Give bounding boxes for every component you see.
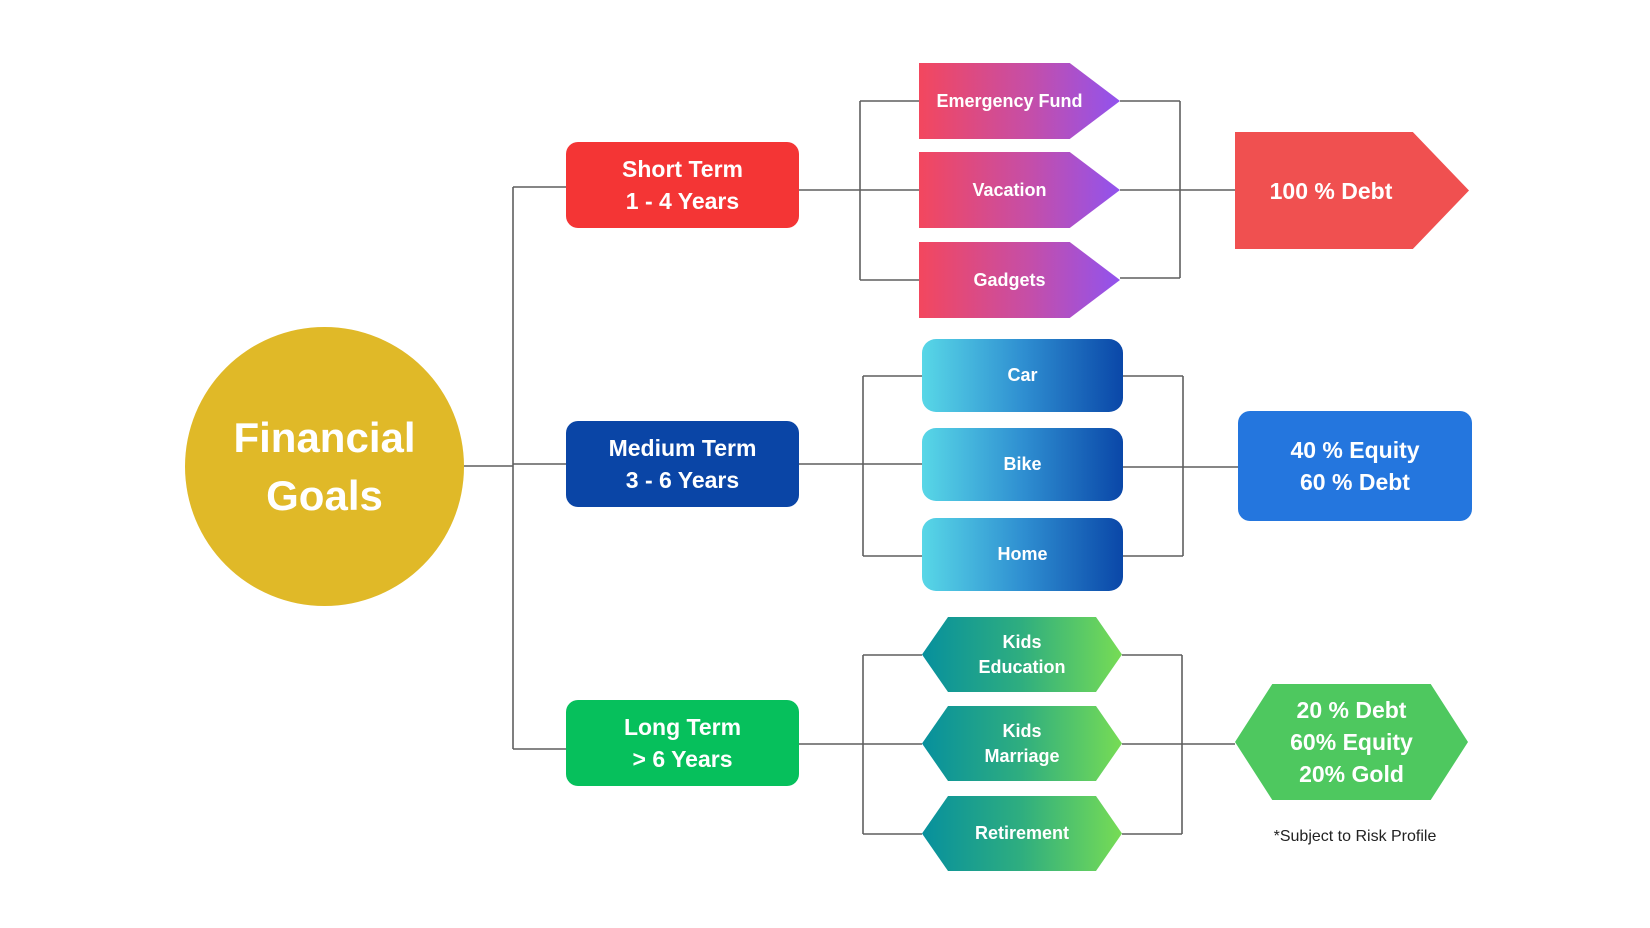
goal-node-kids-education: Kids Education bbox=[922, 617, 1122, 692]
footnote-risk-profile: *Subject to Risk Profile bbox=[1273, 828, 1437, 845]
root-node-financial-goals: Financial Goals bbox=[185, 327, 464, 606]
allocation-node-short: 100 % Debt bbox=[1235, 132, 1469, 249]
goal-node-vacation: Vacation bbox=[919, 152, 1120, 228]
goal-node-retirement: Retirement bbox=[922, 796, 1122, 871]
term-node-long: Long Term > 6 Years bbox=[566, 700, 799, 786]
allocation-node-medium: 40 % Equity 60 % Debt bbox=[1238, 411, 1472, 521]
term-node-medium: Medium Term 3 - 6 Years bbox=[566, 421, 799, 507]
goal-node-car: Car bbox=[922, 339, 1123, 412]
goal-node-bike: Bike bbox=[922, 428, 1123, 501]
goal-node-home: Home bbox=[922, 518, 1123, 591]
term-node-short: Short Term 1 - 4 Years bbox=[566, 142, 799, 228]
goal-node-kids-marriage: Kids Marriage bbox=[922, 706, 1122, 781]
allocation-node-long: 20 % Debt 60% Equity 20% Gold bbox=[1235, 684, 1468, 800]
